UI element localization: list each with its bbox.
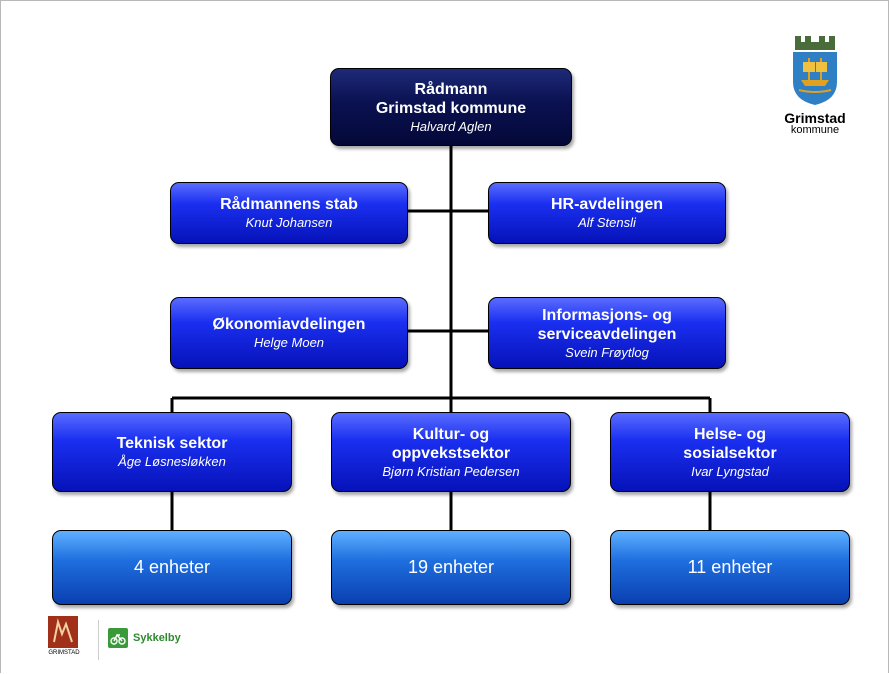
units-count: 11 enheter <box>687 557 773 577</box>
units-box-kultur: 19 enheter <box>331 530 571 605</box>
grimstad-logo: Grimstad kommune <box>770 34 860 136</box>
informasjon-service-box: Informasjons- og serviceavdelingen Svein… <box>488 297 726 369</box>
staff-title: HR-avdelingen <box>550 196 663 213</box>
logo-name: Grimstad <box>784 110 846 126</box>
sector-title-line1: Helse- og <box>693 425 766 443</box>
sector-title-line2: oppvekstsektor <box>391 444 511 462</box>
staff-name: Alf Stensli <box>578 215 636 230</box>
hr-avdelingen-box: HR-avdelingen Alf Stensli <box>488 182 726 244</box>
units-count: 4 enheter <box>133 557 211 577</box>
sector-name: Ivar Lyngstad <box>691 463 769 479</box>
sykkelby-logo: Sykkelby <box>108 628 181 648</box>
sector-name: Bjørn Kristian Pedersen <box>382 463 520 479</box>
sector-title-line1: Kultur- og <box>412 425 490 443</box>
radmann-name: Halvard Aglen <box>410 118 492 134</box>
staff-name: Svein Frøytlog <box>565 344 649 360</box>
sector-name: Åge Løsnesløkken <box>118 454 226 469</box>
radmann-title: Rådmann <box>414 80 488 98</box>
kultur-oppvekst-box: Kultur- og oppvekstsektor Bjørn Kristian… <box>331 412 571 492</box>
logo-subtitle: kommune <box>790 124 840 136</box>
grimstad-footer-label: GRIMSTAD <box>48 650 80 656</box>
sector-title: Teknisk sektor <box>116 435 228 452</box>
radmann-box: Rådmann Grimstad kommune Halvard Aglen <box>330 68 572 146</box>
staff-title-line2: serviceavdelingen <box>537 325 677 343</box>
footer-divider <box>98 620 99 660</box>
staff-name: Knut Johansen <box>245 215 333 230</box>
okonomiavdelingen-box: Økonomiavdelingen Helge Moen <box>170 297 408 369</box>
sector-title-line2: sosialsektor <box>683 444 777 462</box>
units-box-helse: 11 enheter <box>610 530 850 605</box>
coat-of-arms-icon <box>793 36 837 105</box>
staff-title: Rådmannens stab <box>220 196 358 213</box>
sykkelby-text: Sykkelby <box>133 632 181 644</box>
radmannens-stab-box: Rådmannens stab Knut Johansen <box>170 182 408 244</box>
teknisk-sektor-box: Teknisk sektor Åge Løsnesløkken <box>52 412 292 492</box>
grimstad-footer-logo-icon <box>48 616 78 648</box>
units-box-teknisk: 4 enheter <box>52 530 292 605</box>
units-count: 19 enheter <box>407 557 495 577</box>
radmann-org: Grimstad kommune <box>375 99 527 117</box>
helse-sosial-box: Helse- og sosialsektor Ivar Lyngstad <box>610 412 850 492</box>
staff-name: Helge Moen <box>253 335 325 350</box>
bicycle-icon <box>108 628 128 648</box>
staff-title: Økonomiavdelingen <box>212 316 366 333</box>
staff-title-line1: Informasjons- og <box>542 306 672 324</box>
